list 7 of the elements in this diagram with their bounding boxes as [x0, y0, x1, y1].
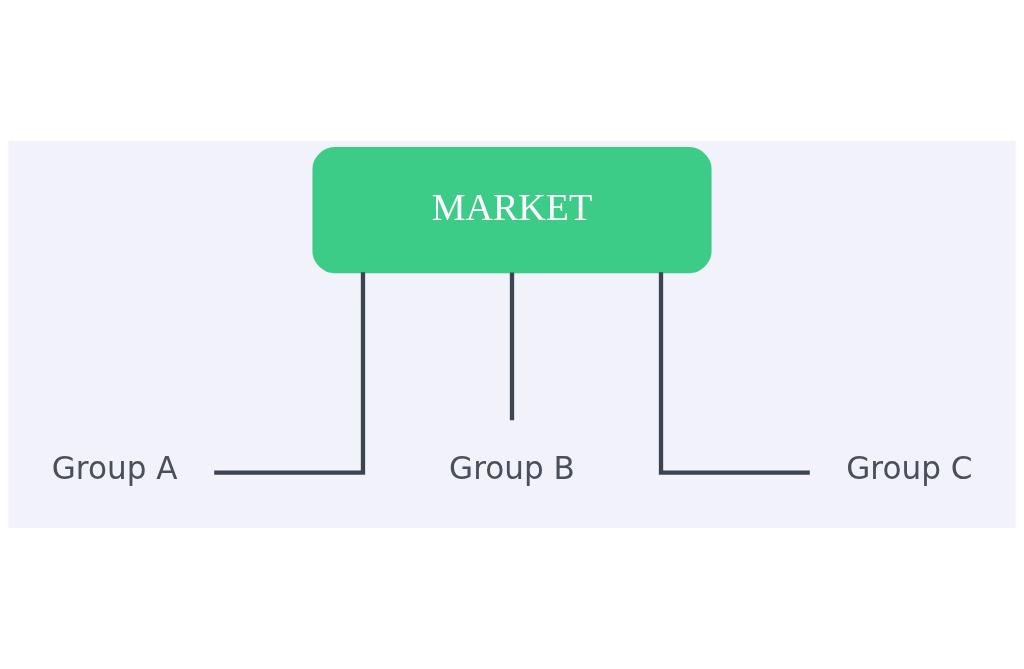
connector [214, 272, 366, 475]
node-text: Group C [846, 449, 973, 486]
node-text: Group B [449, 449, 575, 486]
node-text: Group A [51, 449, 178, 486]
node-box: MARKET [312, 147, 712, 274]
connector [658, 272, 810, 475]
connector [509, 272, 515, 421]
